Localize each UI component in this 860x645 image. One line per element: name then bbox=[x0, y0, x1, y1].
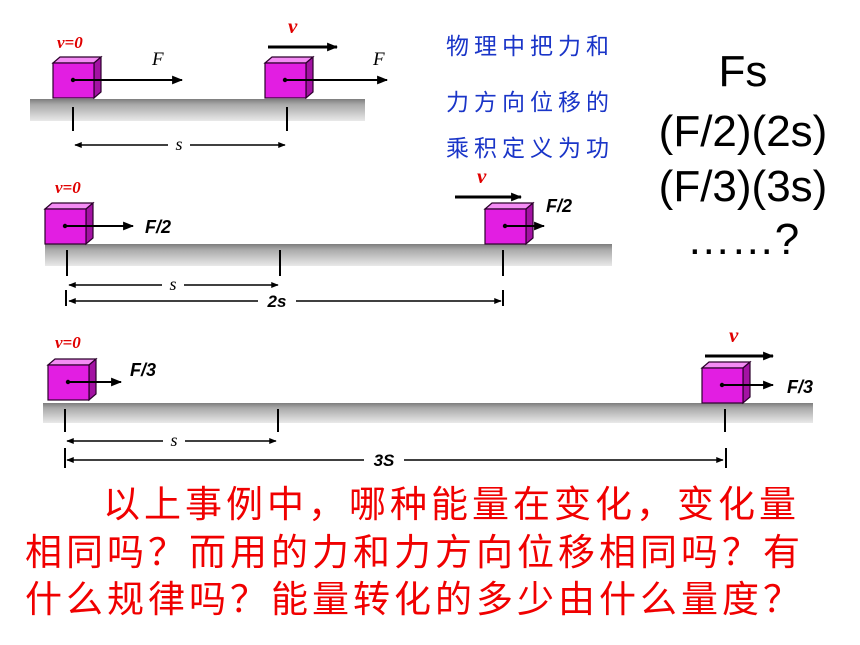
question-line-3: 什么规律吗？能量转化的多少由什么量度？ bbox=[25, 578, 804, 621]
velocity-zero-label: v=0 bbox=[57, 33, 83, 52]
force-label-start: F/3 bbox=[130, 360, 156, 380]
force-displacement-diagrams: v=0 F v F s v=0 F/2 v F/2 bbox=[30, 14, 813, 470]
velocity-label-end: v bbox=[729, 323, 739, 347]
force-label-end: F/2 bbox=[546, 196, 572, 216]
diagram-3: v=0 F/3 v F/3 s 3S bbox=[43, 323, 813, 470]
question-line-1: 以上事例中，哪种能量在变化，变化量 bbox=[103, 483, 800, 526]
distance-label: s bbox=[175, 134, 182, 154]
block-start bbox=[47, 358, 97, 401]
diagram-2: v=0 F/2 v F/2 s 2s bbox=[44, 164, 612, 311]
distance-s-label: s bbox=[169, 274, 176, 294]
distance-3s-label: 3S bbox=[374, 451, 395, 470]
block-end bbox=[701, 361, 751, 404]
formula-2: (F/2)(2s) bbox=[658, 107, 828, 156]
ground bbox=[45, 244, 612, 266]
ground bbox=[43, 403, 813, 423]
question-line-2: 相同吗？而用的力和力方向位移相同吗？有 bbox=[25, 531, 804, 574]
velocity-zero-label: v=0 bbox=[55, 178, 81, 197]
velocity-label-end: v bbox=[477, 164, 487, 188]
formula-ellipsis: ……? bbox=[686, 215, 800, 264]
force-label-end: F bbox=[372, 49, 385, 70]
velocity-label-end: v bbox=[288, 14, 298, 38]
formula-1: Fs bbox=[718, 47, 768, 96]
block-start bbox=[52, 56, 102, 99]
force-label-start: F/2 bbox=[145, 217, 171, 237]
distance-s-label: s bbox=[170, 430, 177, 450]
definition-line-2: 力方向位移的 bbox=[446, 90, 614, 116]
distance-2s-label: 2s bbox=[267, 292, 287, 311]
block-start bbox=[44, 202, 94, 245]
definition-line-1: 物理中把力和 bbox=[446, 34, 614, 60]
velocity-zero-label: v=0 bbox=[55, 333, 81, 352]
block-end bbox=[484, 202, 534, 245]
definition-line-3: 乘积定义为功 bbox=[446, 136, 614, 162]
diagram-1: v=0 F v F s bbox=[30, 14, 389, 154]
force-label-end: F/3 bbox=[787, 377, 813, 397]
ground bbox=[30, 99, 365, 121]
force-label-start: F bbox=[151, 49, 164, 70]
block-end bbox=[264, 56, 314, 99]
formula-3: (F/3)(3s) bbox=[658, 162, 828, 211]
